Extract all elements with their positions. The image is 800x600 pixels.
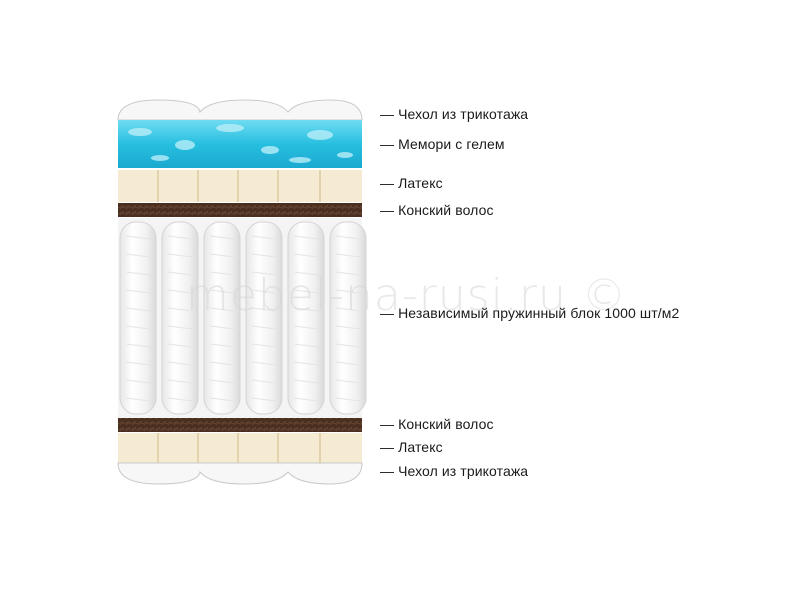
spring-coil-line <box>293 253 319 258</box>
spring-pocket <box>329 221 367 415</box>
spring-coil-line <box>251 361 277 366</box>
spring-coil-line <box>335 325 361 330</box>
spring-coil-line <box>251 271 277 276</box>
spring-pocket <box>119 221 157 415</box>
spring-coil-line <box>167 343 193 348</box>
spring-pocket <box>203 221 241 415</box>
label-top-cover: — Чехол из трикотажа <box>380 106 529 122</box>
spring-pocket <box>161 221 199 415</box>
spring-coil-line <box>293 361 319 366</box>
spring-coil-line <box>293 289 319 294</box>
spring-coil-line <box>167 379 193 384</box>
spring-coil-line <box>293 307 319 312</box>
label-horsehair-top: — Конский волос <box>380 202 494 218</box>
spring-coil-line <box>335 397 361 402</box>
spring-coil-line <box>293 379 319 384</box>
spring-coil-line <box>167 235 193 240</box>
horsehair-top-layer <box>118 203 362 217</box>
spring-coil-line <box>167 271 193 276</box>
spring-coil-line <box>209 289 235 294</box>
spring-coil-line <box>209 397 235 402</box>
spring-coil-line <box>125 397 151 402</box>
spring-coil-line <box>125 307 151 312</box>
spring-coil-line <box>293 343 319 348</box>
spring-coil-line <box>167 325 193 330</box>
spring-coil-line <box>251 343 277 348</box>
spring-coil-line <box>125 289 151 294</box>
spring-coil-line <box>251 397 277 402</box>
label-memory-gel: — Мемори с гелем <box>380 136 505 152</box>
spring-coil-line <box>251 325 277 330</box>
spring-coil-line <box>293 325 319 330</box>
spring-coil-line <box>209 343 235 348</box>
spring-coil-line <box>335 307 361 312</box>
label-latex-bottom: — Латекс <box>380 439 443 455</box>
spring-coil-line <box>335 289 361 294</box>
spring-coil-line <box>209 325 235 330</box>
label-horsehair-bottom: — Конский волос <box>380 416 494 432</box>
spring-coil-line <box>125 361 151 366</box>
spring-coil-line <box>335 253 361 258</box>
spring-coil-line <box>125 325 151 330</box>
spring-coil-line <box>167 361 193 366</box>
spring-coil-line <box>209 235 235 240</box>
label-spring-block: — Независимый пружинный блок 1000 шт/м2 <box>380 305 680 321</box>
latex-top-layer <box>118 170 362 202</box>
spring-coil-line <box>125 343 151 348</box>
spring-coil-line <box>125 235 151 240</box>
spring-coil-line <box>209 253 235 258</box>
spring-coil-line <box>335 343 361 348</box>
spring-coil-line <box>293 397 319 402</box>
spring-coil-line <box>251 307 277 312</box>
spring-coil-line <box>335 361 361 366</box>
spring-coil-line <box>335 235 361 240</box>
spring-coil-line <box>251 379 277 384</box>
spring-coil-line <box>125 379 151 384</box>
spring-coil-line <box>125 253 151 258</box>
spring-coil-line <box>209 271 235 276</box>
spring-coil-line <box>293 235 319 240</box>
spring-block-layer <box>118 218 367 418</box>
spring-coil-line <box>335 271 361 276</box>
spring-coil-line <box>209 361 235 366</box>
spring-coil-line <box>167 289 193 294</box>
memory-gel-layer <box>118 120 362 168</box>
label-bottom-cover: — Чехол из трикотажа <box>380 463 529 479</box>
spring-coil-line <box>293 271 319 276</box>
spring-coil-line <box>335 379 361 384</box>
spring-coil-line <box>167 397 193 402</box>
spring-pocket <box>287 221 325 415</box>
spring-coil-line <box>125 271 151 276</box>
top-cover-layer <box>117 99 363 121</box>
bottom-cover-layer <box>117 462 363 485</box>
spring-coil-line <box>251 253 277 258</box>
spring-pocket <box>245 221 283 415</box>
spring-coil-line <box>251 235 277 240</box>
spring-coil-line <box>251 289 277 294</box>
spring-coil-line <box>209 379 235 384</box>
latex-bottom-layer <box>118 433 362 463</box>
spring-coil-line <box>209 307 235 312</box>
horsehair-bottom-layer <box>118 418 362 432</box>
label-latex-top: — Латекс <box>380 175 443 191</box>
spring-coil-line <box>167 307 193 312</box>
spring-coil-line <box>167 253 193 258</box>
watermark: mebel-na-rusi.ru © <box>186 270 627 321</box>
